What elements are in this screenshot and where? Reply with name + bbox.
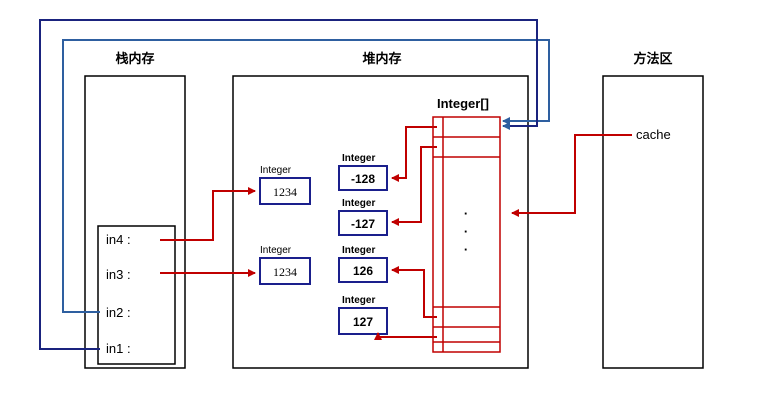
slot0-to-cache-arrow [391,126,437,182]
cache-entry-2-value: -127 [351,217,375,231]
cache-field-label: cache [636,127,671,142]
heap-object-1-box [259,177,311,205]
var-in1: in1 : [106,341,131,356]
in4-ref-arrow [160,187,256,241]
stack-title: 栈内存 [115,51,154,66]
var-in2: in2 : [106,305,131,320]
var-in4: in4 : [106,232,131,247]
slot254-to-cache-arrow [391,266,437,318]
cache-array-outer [432,116,501,353]
array-label: Integer[] [437,96,489,111]
heap-title: 堆内存 [362,51,401,66]
cache-entry-3-box [338,257,388,283]
cache-entry-1-type: Integer [342,153,375,164]
array-ellipsis-1: · [464,206,468,221]
cache-entry-3-type: Integer [342,245,375,256]
cache-entry-1-box [338,165,388,191]
array-ellipsis-2: · [464,224,468,239]
slot255-to-cache-arrow [374,332,437,340]
method-area-title: 方法区 [633,51,672,66]
heap-object-1-value: 1234 [273,185,297,199]
var-in3: in3 : [106,267,131,282]
cache-entry-2-type: Integer [342,198,375,209]
heap-object-2-value: 1234 [273,265,297,279]
cache-entry-3-value: 126 [353,264,373,278]
cache-entry-4-value: 127 [353,315,373,329]
cache-to-array-arrow [511,134,632,217]
heap-object-2-type: Integer [260,245,292,256]
array-ellipsis-3: · [464,242,468,257]
in1-to-array-line [39,19,538,350]
stack-frame-box [97,225,176,365]
cache-entry-1-value: -128 [351,172,375,186]
cache-entry-4-type: Integer [342,295,375,306]
heap-object-1-type: Integer [260,165,292,176]
cache-entry-2-box [338,210,388,236]
heap-object-2-box [259,257,311,285]
method-area-region [602,75,704,369]
slot1-to-cache-arrow [391,146,437,226]
cache-entry-4-box [338,307,388,335]
in2-to-array-line [62,39,550,313]
